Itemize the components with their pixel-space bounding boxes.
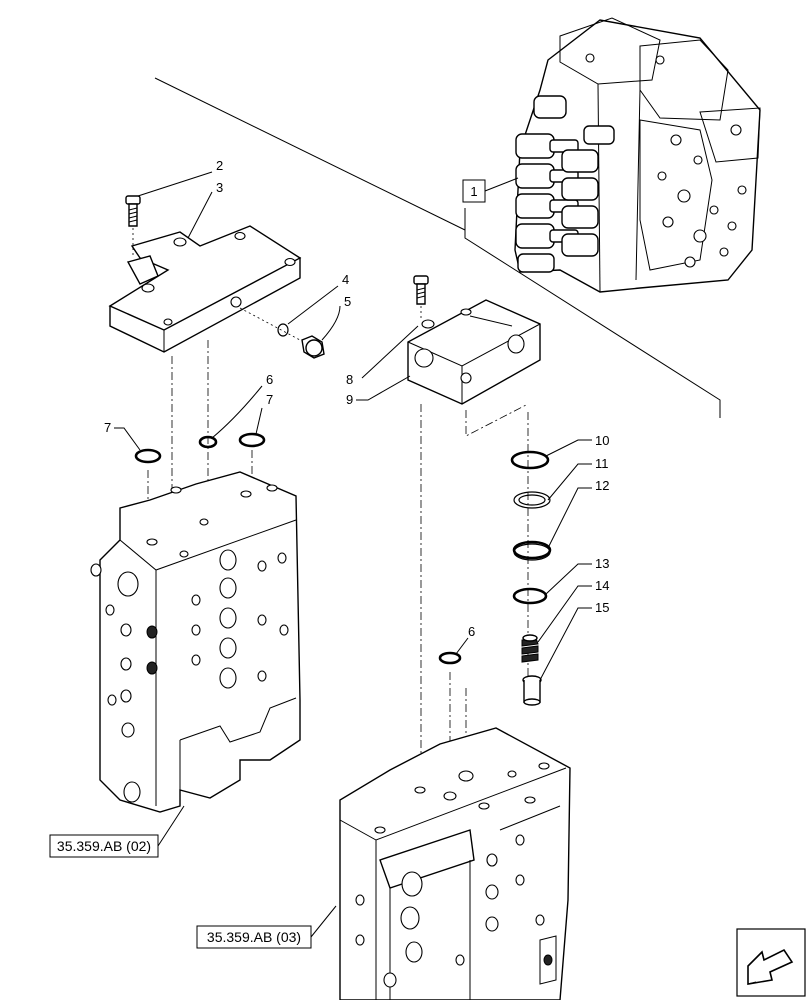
callout-11: 11: [547, 456, 609, 501]
callout-4: 4: [287, 272, 349, 325]
callout-6-lower-label: 6: [468, 624, 475, 639]
reference-02-label[interactable]: 35.359.AB (02): [57, 838, 151, 854]
callout-8: 8: [346, 325, 419, 387]
callout-7-left: 7: [104, 420, 141, 451]
backup-ring-11: [513, 491, 551, 509]
spring-14: [521, 634, 539, 663]
callout-5-label: 5: [344, 294, 351, 309]
reference-03-label[interactable]: 35.359.AB (03): [207, 929, 301, 945]
cover-plate-3: [108, 225, 302, 353]
callout-9-label: 9: [346, 392, 353, 407]
callout-6-upper: 6: [211, 372, 273, 439]
callout-14-label: 14: [595, 578, 609, 593]
cap-screw-8: [413, 275, 429, 320]
valve-section-left: [90, 471, 301, 813]
callout-15: 15: [539, 600, 609, 681]
callout-7-left-label: 7: [104, 420, 111, 435]
o-ring-13: [512, 587, 548, 605]
callout-1-label: 1: [470, 184, 477, 199]
callout-13-label: 13: [595, 556, 609, 571]
ring-12: [512, 540, 552, 561]
callout-8-label: 8: [346, 372, 353, 387]
callout-14: 14: [537, 578, 609, 643]
callout-2-label: 2: [216, 158, 223, 173]
callout-2: 2: [137, 158, 223, 197]
overview-bracket-lines: [154, 77, 721, 418]
control-valve-overview: [514, 17, 761, 293]
callout-13: 13: [545, 556, 609, 595]
valve-section-right: [339, 727, 571, 1000]
callout-1: 1: [462, 177, 519, 203]
o-ring-7-left: [134, 448, 162, 464]
o-ring-10: [510, 450, 550, 470]
callout-3-label: 3: [216, 180, 223, 195]
next-page-arrow-icon[interactable]: [736, 928, 806, 997]
o-ring-4: [277, 323, 289, 337]
callout-10-label: 10: [595, 433, 609, 448]
block-9: [407, 299, 541, 405]
callout-6-upper-label: 6: [266, 372, 273, 387]
callout-11-label: 11: [595, 456, 609, 471]
callout-12-label: 12: [595, 478, 609, 493]
reference-35-359-ab-02[interactable]: 35.359.AB (02): [49, 805, 185, 858]
cap-screw-2: [125, 195, 141, 258]
o-ring-6-left: [198, 435, 218, 449]
callout-7-right-label: 7: [266, 392, 273, 407]
callout-3: 3: [187, 180, 223, 239]
plug-5: [239, 307, 325, 359]
callout-5: 5: [321, 294, 351, 341]
callout-15-label: 15: [595, 600, 609, 615]
callout-7-right: 7: [255, 392, 273, 435]
reference-35-359-ab-03[interactable]: 35.359.AB (03): [196, 905, 337, 949]
o-ring-7-right: [238, 432, 266, 448]
callout-10: 10: [545, 433, 609, 457]
callout-12: 12: [547, 478, 609, 549]
poppet-15: [522, 675, 542, 706]
o-ring-6-lower: [438, 651, 462, 665]
valve-face-ports: [585, 53, 747, 268]
solenoid-stack: [515, 95, 615, 273]
callout-6-lower: 6: [455, 624, 475, 655]
callout-4-label: 4: [342, 272, 349, 287]
callout-9: 9: [346, 375, 411, 407]
